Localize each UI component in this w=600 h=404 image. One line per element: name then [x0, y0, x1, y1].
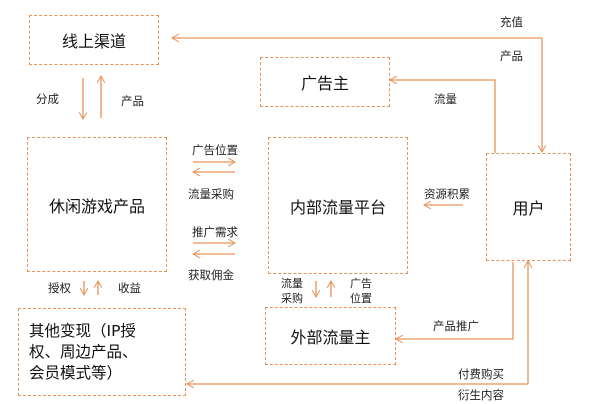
node-advertiser: 广告主	[260, 57, 390, 107]
edge-label-commission: 获取佣金	[188, 268, 234, 282]
node-other-monetization: 其他变现（IP授 权、周边产品、 会员模式等）	[18, 308, 186, 396]
edge-label-ext-ad-position: 广告 位置	[350, 277, 372, 305]
node-label: 用户	[512, 199, 545, 218]
node-external-owner: 外部流量主	[265, 307, 396, 365]
arrow-product-promotion	[396, 262, 514, 339]
edge-label-ext-traffic-purchase: 流量 采购	[281, 277, 303, 305]
node-internal-platform: 内部流量平台	[268, 137, 408, 274]
node-label: 其他变现（IP授 权、周边产品、 会员模式等）	[29, 321, 138, 382]
node-label: 内部流量平台	[289, 197, 386, 217]
node-label: 广告主	[300, 74, 349, 93]
node-label: 休闲游戏产品	[48, 196, 145, 216]
edge-label-promotion-demand: 推广需求	[192, 225, 238, 239]
edge-label-traffic: 流量	[434, 92, 457, 106]
node-online-channel: 线上渠道	[29, 15, 159, 65]
edge-label-recharge: 充值	[500, 15, 523, 29]
arrow-user-to-advertiser	[390, 80, 496, 153]
edge-label-revenue-share: 分成	[36, 92, 59, 106]
node-label: 外部流量主	[290, 328, 371, 347]
edge-label-paid-purchase: 付费购买	[458, 367, 504, 381]
edge-label-traffic-purchase: 流量采购	[188, 187, 234, 201]
edge-label-derivative-content: 衍生内容	[458, 388, 504, 402]
edge-label-ad-position: 广告位置	[192, 143, 238, 157]
edge-label-product-top: 产品	[500, 49, 523, 63]
edge-label-resource-accum: 资源积累	[424, 187, 470, 201]
edge-label-product-promotion: 产品推广	[433, 319, 479, 333]
edge-label-product-left: 产品	[121, 94, 144, 108]
node-label: 线上渠道	[61, 32, 126, 51]
node-user: 用户	[486, 153, 571, 261]
edge-label-license: 授权	[48, 281, 71, 295]
node-casual-game: 休闲游戏产品	[27, 137, 167, 272]
edge-label-income: 收益	[118, 281, 141, 295]
